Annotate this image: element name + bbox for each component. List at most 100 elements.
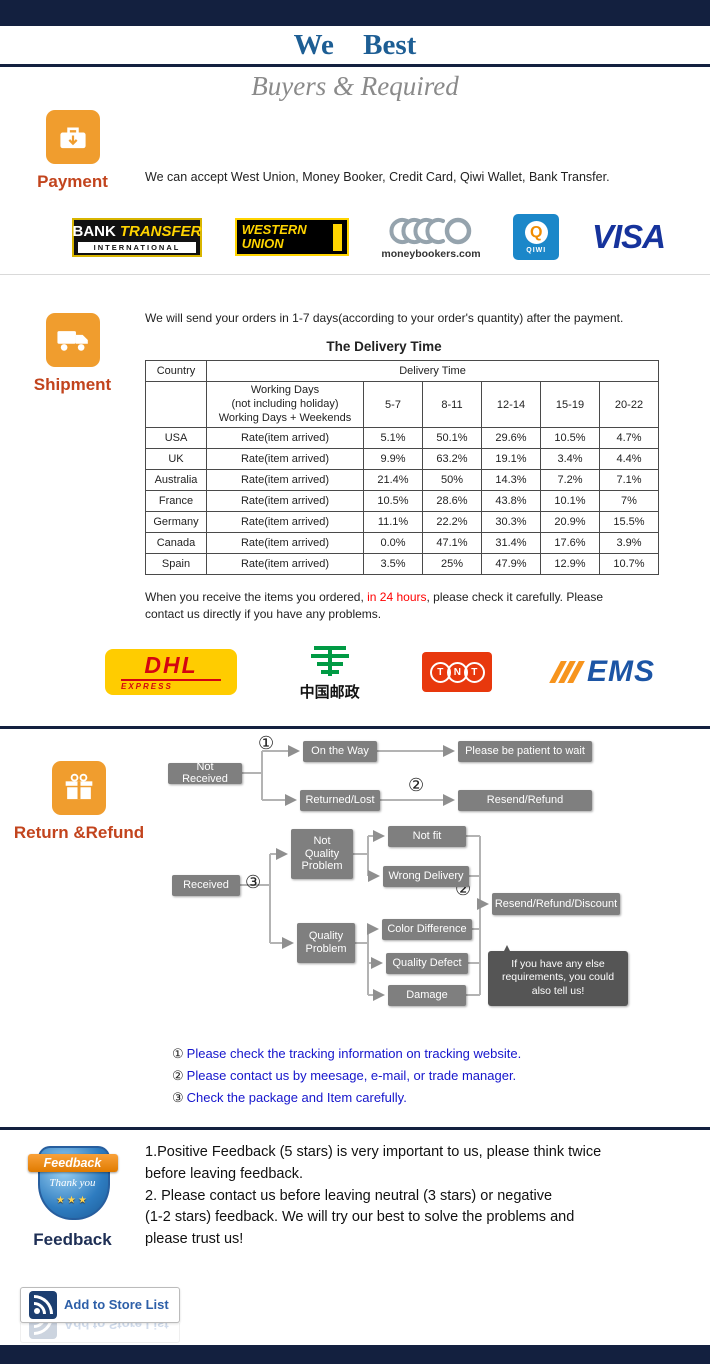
shipment-return-divider — [0, 725, 710, 729]
store-list-area: Add to Store List Add to Store List — [20, 1286, 180, 1343]
rate-cell: 3.5% — [363, 553, 423, 576]
table-row: France Rate(item arrived) 10.5% 28.6% 43… — [145, 490, 659, 513]
feedback-section: Feedback Thank you ★★★ Feedback 1.Positi… — [0, 1130, 710, 1251]
rate-cell: 25% — [422, 553, 482, 576]
payment-shipment-divider — [0, 274, 710, 275]
bottom-navy-bar — [0, 1344, 710, 1364]
rate-cell: 4.7% — [599, 427, 659, 450]
header-band: We Best — [0, 26, 710, 64]
bank-transfer-top: BANK TRANSFER — [73, 223, 202, 240]
rate-cell: 43.8% — [481, 490, 541, 513]
rate-cell: 12.9% — [540, 553, 600, 576]
flow-box-not-quality-problem: Not Quality Problem — [291, 828, 353, 879]
bank-transfer-word1: BANK — [72, 222, 116, 240]
dhl-text: DHL — [144, 651, 198, 678]
rate-cell: 50.1% — [422, 427, 482, 450]
shipment-intro: We will send your orders in 1-7 days(acc… — [145, 311, 624, 325]
delivery-time-header: Delivery Time — [206, 360, 659, 382]
visa-logo: VISA — [591, 218, 666, 255]
flow-box-returned-lost: Returned/Lost — [300, 789, 380, 811]
western-union-word2: UNION — [241, 236, 284, 251]
rate-cell: 47.9% — [481, 553, 541, 576]
rate-cell: 7% — [599, 490, 659, 513]
qiwi-q-icon: Q — [524, 220, 548, 244]
rate-cell: 19.1% — [481, 448, 541, 471]
gift-icon — [65, 773, 93, 799]
return-refund-label: Return &Refund — [13, 822, 145, 842]
note-number: ② — [172, 1067, 184, 1083]
western-union-bar — [332, 223, 342, 251]
flow-box-be-patient: Please be patient to wait — [458, 740, 592, 762]
note-number: ③ — [172, 1090, 184, 1106]
note-text: Check the package and Item carefully. — [186, 1090, 407, 1106]
return-side: Return &Refund — [13, 760, 145, 843]
table-row: Spain Rate(item arrived) 3.5% 25% 47.9% … — [145, 553, 659, 576]
flow-box-quality-problem: Quality Problem — [297, 922, 355, 963]
rate-cell: 63.2% — [422, 448, 482, 471]
add-to-store-button[interactable]: Add to Store List — [20, 1286, 180, 1323]
rate-cell: 9.9% — [363, 448, 423, 471]
flow-box-color-difference: Color Difference — [382, 918, 472, 940]
feedback-badge-icon: Feedback Thank you ★★★ — [27, 1142, 118, 1224]
rate-cell: 31.4% — [481, 532, 541, 555]
payment-description: We can accept West Union, Money Booker, … — [145, 170, 610, 184]
country-cell: Canada — [145, 532, 207, 555]
rate-cell: 10.5% — [363, 490, 423, 513]
delivery-table: Country Delivery Time Working Days (not … — [145, 360, 659, 576]
country-header: Country — [145, 360, 207, 382]
moneybookers-arcs-icon — [389, 217, 472, 244]
shipping-logos-row: DHL EXPRESS 中国邮政 T N T EMS — [105, 643, 655, 702]
feedback-label: Feedback — [33, 1230, 112, 1250]
note-post: , please check it carefully. Please cont… — [145, 590, 604, 622]
western-union-text: WESTERN UNION — [242, 223, 307, 250]
table-row: Australia Rate(item arrived) 21.4% 50% 1… — [145, 469, 659, 492]
rate-label-cell: Rate(item arrived) — [206, 553, 364, 576]
payment-icon — [45, 110, 100, 164]
rate-cell: 20.9% — [540, 511, 600, 534]
note-text: Please contact us by meesage, e-mail, or… — [186, 1067, 517, 1083]
ems-logo: EMS — [549, 655, 655, 689]
shipment-note: When you receive the items you ordered, … — [145, 589, 615, 623]
country-cell: USA — [145, 427, 207, 450]
rate-cell: 22.2% — [422, 511, 482, 534]
dhl-line — [121, 678, 221, 681]
country-cell: Germany — [145, 511, 207, 534]
flow-box-not-received: Not Received — [168, 761, 242, 785]
rate-cell: 21.4% — [363, 469, 423, 492]
briefcase-icon — [59, 127, 86, 149]
moneybookers-logo: moneybookers.com — [381, 215, 481, 260]
rate-cell: 4.4% — [599, 448, 659, 471]
delivery-table-title: The Delivery Time — [326, 339, 442, 354]
flow-speech-bubble: If you have any else requirements, you c… — [488, 944, 628, 1006]
badge-stars: ★★★ — [56, 1195, 89, 1207]
tnt-letter: T — [463, 661, 485, 683]
header-divider — [0, 64, 710, 67]
rate-cell: 10.5% — [540, 427, 600, 450]
payment-label: Payment — [37, 172, 108, 191]
rate-cell: 11.1% — [363, 511, 423, 534]
range-cell: 5-7 — [363, 380, 423, 429]
country-cell: Australia — [145, 469, 207, 492]
note-number: ① — [172, 1045, 184, 1061]
china-post-label: 中国邮政 — [299, 683, 360, 701]
truck-icon — [56, 331, 88, 351]
western-union-logo: WESTERN UNION — [234, 218, 349, 256]
badge-thank-you: Thank you — [49, 1177, 96, 1190]
dhl-logo: DHL EXPRESS — [105, 649, 237, 696]
rate-cell: 5.1% — [363, 427, 423, 450]
range-cell: 20-22 — [599, 380, 659, 429]
range-cell: 15-19 — [540, 380, 600, 429]
rate-cell: 15.5% — [599, 511, 659, 534]
flow-box-received: Received — [172, 874, 240, 896]
flow-box-resend-refund: Resend/Refund — [458, 789, 592, 811]
rate-cell: 7.2% — [540, 469, 600, 492]
table-ranges-row: Working Days (not including holiday) Wor… — [145, 380, 659, 429]
shipment-label: Shipment — [33, 375, 112, 394]
rate-cell: 0.0% — [363, 532, 423, 555]
flow-box-wrong-delivery: Wrong Delivery — [383, 865, 469, 887]
payment-logos-row: BANK TRANSFER INTERNATIONAL WESTERN UNIO… — [72, 214, 666, 260]
shipment-section: Shipment We will send your orders in 1-7… — [0, 291, 710, 623]
top-navy-bar — [0, 0, 710, 26]
